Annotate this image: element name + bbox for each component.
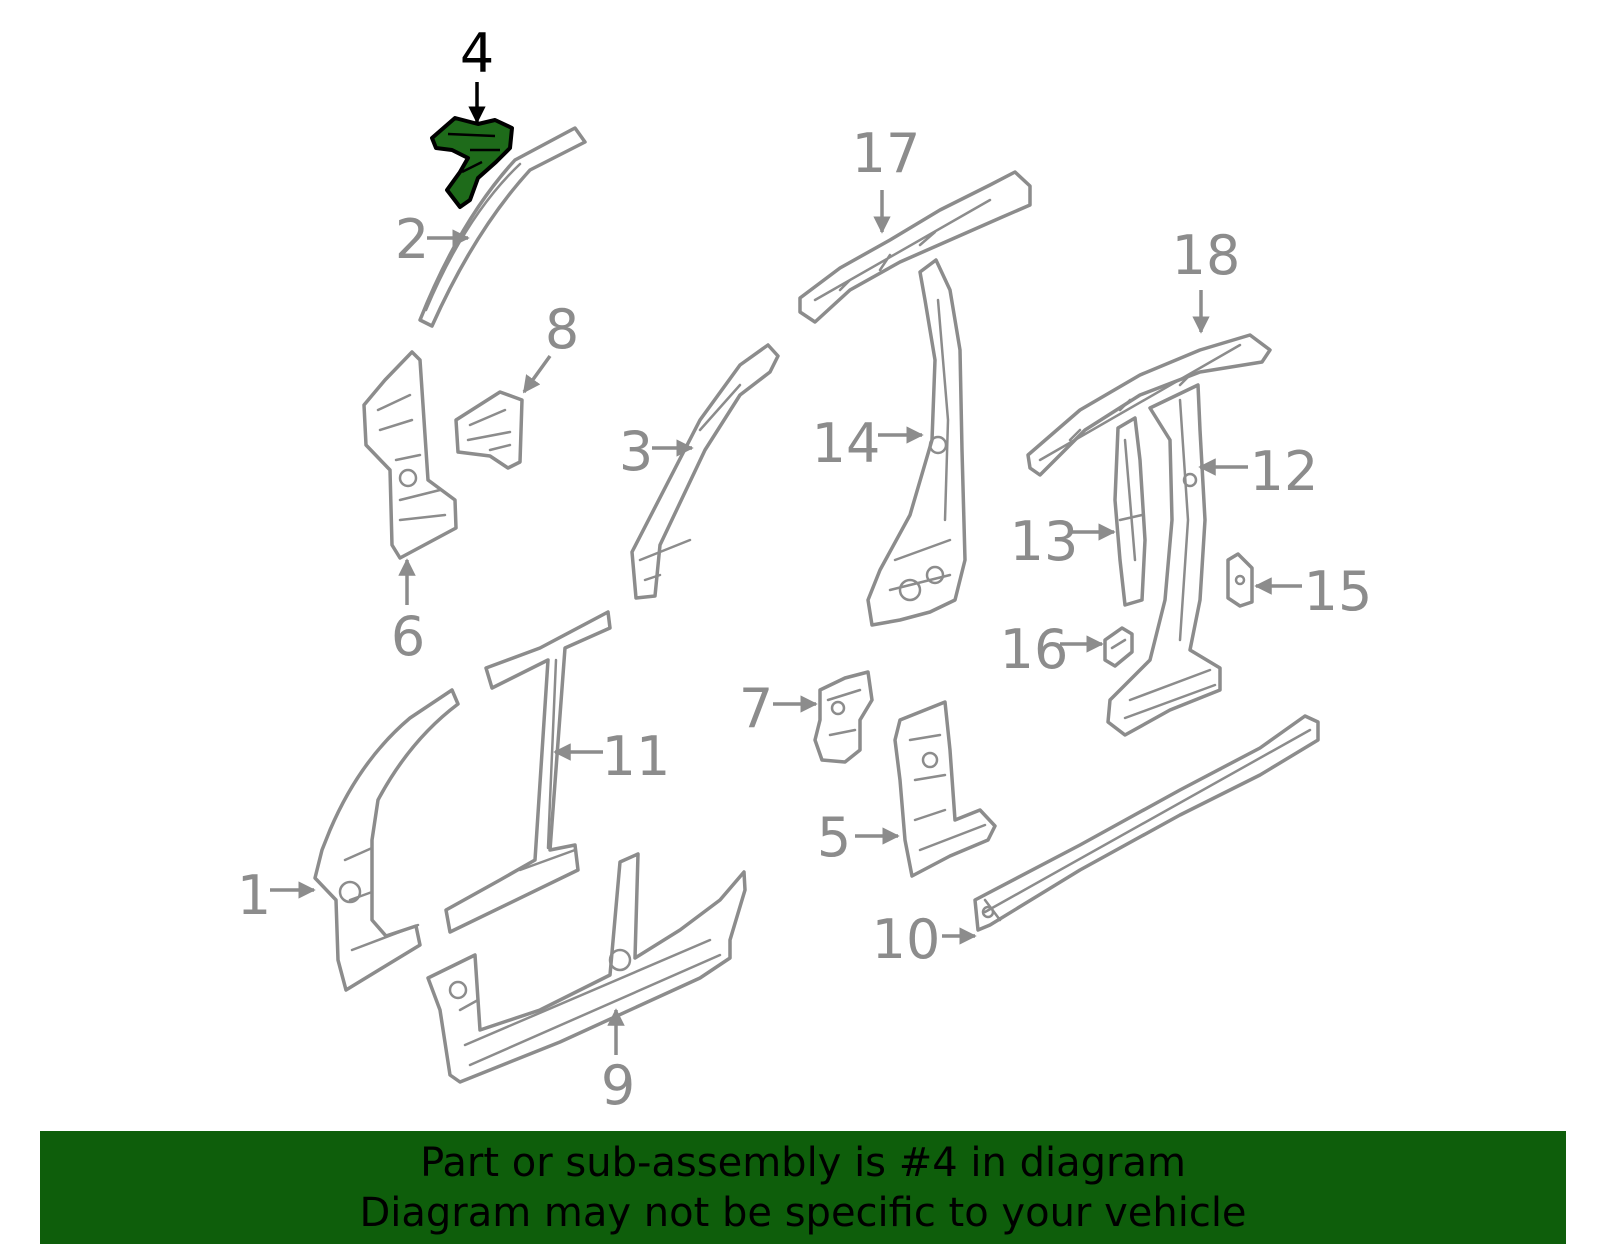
- callout-labels: 4 2 8 6 3 17 14 18 12 13 15 16 7 11 5 1 …: [237, 22, 1373, 1117]
- part-14[interactable]: [866, 258, 967, 627]
- callout-1[interactable]: 1: [237, 864, 271, 927]
- info-banner: Part or sub-assembly is #4 in diagram Di…: [40, 1131, 1566, 1244]
- part-17[interactable]: [798, 170, 1032, 324]
- banner-line-1: Part or sub-assembly is #4 in diagram: [420, 1139, 1186, 1186]
- banner-line-2: Diagram may not be specific to your vehi…: [359, 1189, 1247, 1236]
- part-1[interactable]: [313, 688, 460, 992]
- callout-15[interactable]: 15: [1304, 560, 1373, 623]
- part-18[interactable]: [1026, 333, 1272, 477]
- callout-18[interactable]: 18: [1172, 224, 1241, 287]
- callout-10[interactable]: 10: [872, 908, 941, 971]
- callout-13[interactable]: 13: [1010, 510, 1079, 573]
- callout-11[interactable]: 11: [602, 725, 671, 788]
- part-12[interactable]: [1106, 383, 1222, 737]
- callout-9[interactable]: 9: [601, 1054, 635, 1117]
- callout-2[interactable]: 2: [395, 208, 429, 271]
- part-15[interactable]: [1226, 552, 1254, 608]
- part-16[interactable]: [1103, 626, 1134, 668]
- callout-3[interactable]: 3: [619, 420, 653, 483]
- callout-5[interactable]: 5: [817, 806, 851, 869]
- part-8[interactable]: [454, 390, 524, 470]
- part-10[interactable]: [973, 714, 1320, 932]
- part-9[interactable]: [426, 852, 747, 1084]
- callout-16[interactable]: 16: [1000, 618, 1069, 681]
- part-6[interactable]: [362, 350, 458, 560]
- callout-4[interactable]: 4: [460, 22, 494, 85]
- part-4-highlighted[interactable]: [430, 116, 514, 209]
- part-3[interactable]: [630, 343, 780, 600]
- part-5[interactable]: [893, 700, 997, 878]
- arrow-8: [522, 354, 552, 394]
- part-2[interactable]: [418, 126, 587, 328]
- part-13[interactable]: [1113, 416, 1147, 607]
- callout-7[interactable]: 7: [739, 677, 773, 740]
- callout-17[interactable]: 17: [852, 122, 921, 185]
- callout-14[interactable]: 14: [812, 412, 881, 475]
- callout-arrows: [270, 82, 1302, 1055]
- part-11[interactable]: [444, 610, 612, 934]
- callout-6[interactable]: 6: [391, 605, 425, 668]
- callout-8[interactable]: 8: [545, 298, 579, 361]
- part-7[interactable]: [813, 670, 874, 764]
- callout-12[interactable]: 12: [1250, 440, 1319, 503]
